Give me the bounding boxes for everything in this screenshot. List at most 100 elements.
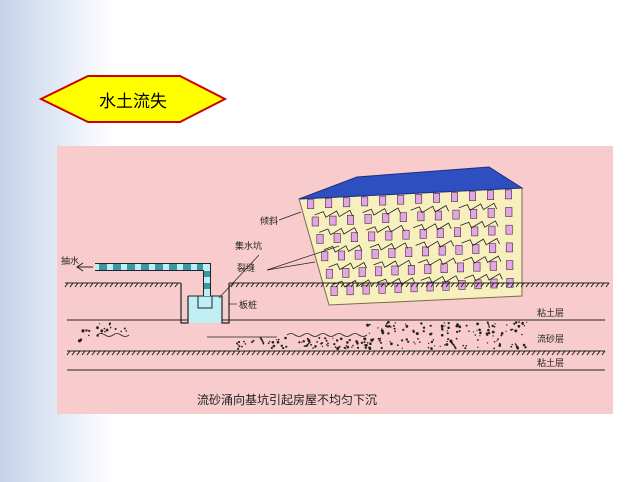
hatch-mark: [305, 282, 310, 288]
sand-grain: [236, 342, 238, 345]
hatch-mark: [94, 282, 99, 288]
hatch-mark: [301, 350, 306, 356]
sand-grain: [492, 335, 494, 337]
sand-grain: [238, 345, 241, 348]
hatch-mark: [455, 282, 460, 288]
ground-surface: [64, 282, 610, 288]
crack-line: [319, 227, 358, 236]
sand-grain: [487, 324, 490, 326]
sand-grain: [487, 328, 490, 332]
sand-grain: [518, 321, 520, 323]
sand-grain: [332, 337, 334, 339]
hatch-mark: [336, 350, 341, 356]
sand-grain: [244, 343, 247, 345]
sand-grain: [486, 342, 489, 344]
sand-grain: [302, 340, 305, 343]
hatch-mark: [306, 350, 311, 356]
hatch-mark: [231, 350, 236, 356]
hatch-mark: [166, 350, 171, 356]
hatch-mark: [169, 282, 174, 288]
window: [343, 197, 351, 208]
sand-grain: [270, 346, 273, 349]
window: [385, 230, 393, 241]
sand-grain: [380, 341, 383, 344]
sand-grain: [412, 329, 415, 332]
sand-grain: [378, 339, 381, 342]
hatch-mark: [406, 350, 411, 356]
hatch-mark: [541, 350, 546, 356]
crack-line: [323, 244, 363, 253]
sand-grain: [310, 343, 312, 346]
window: [364, 214, 372, 224]
hatch-mark: [286, 350, 291, 356]
hatch-mark: [310, 282, 315, 288]
sand-grain: [443, 322, 445, 324]
window: [419, 229, 427, 239]
hatch-mark: [526, 350, 531, 356]
sand-grain: [493, 341, 496, 343]
sand-grain: [447, 326, 450, 330]
sand-grain: [468, 330, 470, 332]
sand-grain: [307, 342, 310, 345]
sand-grain: [497, 338, 499, 341]
hatch-mark: [81, 350, 86, 356]
sand-grain: [401, 347, 403, 349]
hatch-mark: [236, 350, 241, 356]
window: [486, 190, 494, 201]
sand-grain: [465, 324, 468, 327]
sand-grain: [422, 330, 425, 333]
sand-grain: [252, 339, 255, 342]
sand-grain: [276, 340, 280, 344]
sand-grain: [114, 328, 117, 330]
hatch-mark: [435, 282, 440, 288]
hatch-mark: [471, 350, 476, 356]
sand-grain: [325, 339, 328, 342]
hatch-mark: [154, 282, 159, 288]
sand-grain: [336, 346, 340, 350]
hatch-mark: [131, 350, 136, 356]
sand-grain: [491, 324, 494, 328]
sand-grain: [487, 331, 491, 335]
sand-grain: [432, 339, 435, 341]
hatch-mark: [475, 282, 480, 288]
window: [316, 234, 324, 244]
pump-arrow: [76, 262, 93, 272]
sand-grain: [511, 343, 513, 346]
label-sump: 集水坑: [235, 240, 262, 252]
hatch-mark: [174, 282, 179, 288]
sand-grain: [123, 327, 126, 330]
hatch-mark: [426, 350, 431, 356]
sand-grain: [334, 346, 337, 348]
sand-grain: [262, 342, 264, 345]
hatch-mark: [370, 282, 375, 288]
hatch-mark: [240, 282, 245, 288]
hatch-mark: [531, 350, 536, 356]
hatch-mark: [241, 350, 246, 356]
window: [350, 232, 358, 242]
hatch-mark: [341, 350, 346, 356]
window: [321, 251, 329, 262]
sand-grain: [476, 322, 479, 326]
window: [330, 286, 338, 296]
window: [333, 233, 341, 243]
sand-grain: [455, 337, 458, 340]
hatch-mark: [136, 350, 141, 356]
window: [505, 242, 513, 253]
hatch-mark: [481, 350, 486, 356]
hatch-mark: [545, 282, 550, 288]
hatch-mark: [505, 282, 510, 288]
sand-grain: [515, 345, 519, 349]
sand-grain: [269, 340, 271, 343]
sand-grain: [474, 334, 477, 336]
sand-grain: [356, 346, 360, 349]
sand-grain: [237, 340, 241, 344]
hatch-mark: [466, 350, 471, 356]
hatch-mark: [560, 282, 565, 288]
sand-grain: [496, 340, 498, 342]
hatch-mark: [281, 350, 286, 356]
window: [456, 262, 464, 273]
window: [455, 245, 463, 255]
hatch-mark: [159, 282, 164, 288]
hatch-mark: [570, 282, 575, 288]
sand-grain: [306, 343, 309, 346]
